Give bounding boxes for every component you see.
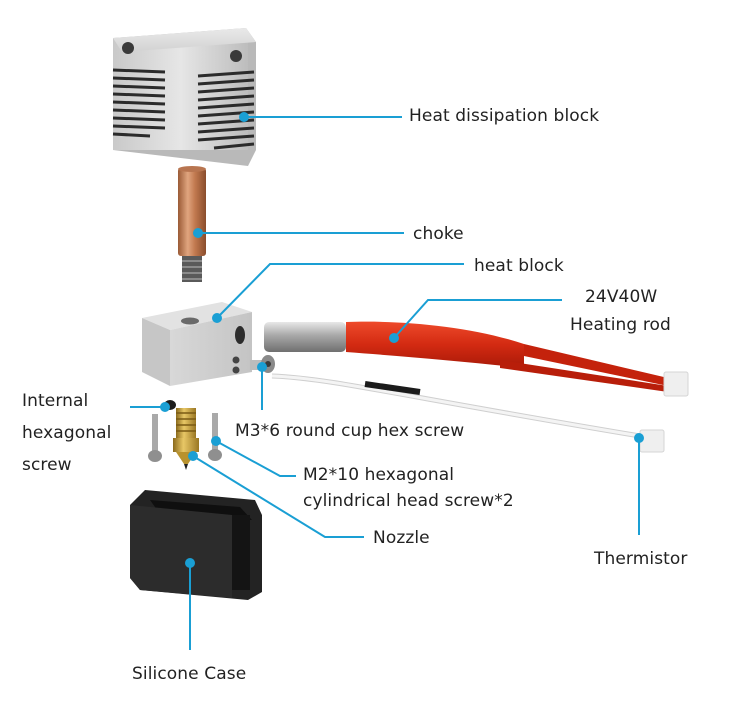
dot-thermistor xyxy=(634,433,644,443)
label-nozzle: Nozzle xyxy=(373,528,430,548)
dot-m2-screw xyxy=(211,436,221,446)
dot-heating-rod xyxy=(389,333,399,343)
label-thermistor: Thermistor xyxy=(594,549,688,569)
label-silicone-case: Silicone Case xyxy=(132,664,247,684)
leader-dots xyxy=(160,112,644,568)
label-heating-rod: Heating rod xyxy=(570,315,671,335)
heat-block-image xyxy=(142,302,252,386)
heatsink-fins-left xyxy=(112,68,166,138)
label-internal-hex-screw-line2: hexagonal xyxy=(22,423,112,443)
leader-nozzle xyxy=(192,455,364,538)
nozzle-image xyxy=(173,408,199,470)
heating-rod-image xyxy=(264,321,689,397)
dot-internal-hex-screw xyxy=(160,402,170,412)
dot-choke xyxy=(193,228,203,238)
leader-m2-screw xyxy=(215,440,296,477)
choke-image xyxy=(178,166,206,282)
label-heating-rod-spec: 24V40W xyxy=(585,287,658,307)
leader-heating-rod xyxy=(393,299,562,339)
silicone-case-image xyxy=(130,490,262,600)
dot-nozzle xyxy=(188,451,198,461)
label-internal-hex-screw-line3: screw xyxy=(22,455,72,475)
thermistor-image xyxy=(271,373,665,453)
label-heat-dissipation-block: Heat dissipation block xyxy=(409,106,600,126)
dot-silicone-case xyxy=(185,558,195,568)
label-m2-screw-line2: cylindrical head screw*2 xyxy=(303,491,514,511)
dot-m3-screw xyxy=(257,362,267,372)
label-heat-block: heat block xyxy=(474,256,564,276)
m2-screw-right-image xyxy=(208,413,222,461)
heat-dissipation-block-image xyxy=(112,28,256,166)
m2-screw-left-image xyxy=(148,414,162,462)
leader-lines xyxy=(130,116,640,650)
label-choke: choke xyxy=(413,224,464,244)
dot-heat-block xyxy=(212,313,222,323)
label-m2-screw-line1: M2*10 hexagonal xyxy=(303,465,455,485)
label-m3-screw: M3*6 round cup hex screw xyxy=(235,421,465,441)
leader-heat-block xyxy=(216,263,464,319)
dot-heat-dissipation-block xyxy=(239,112,249,122)
label-internal-hex-screw-line1: Internal xyxy=(22,391,89,411)
